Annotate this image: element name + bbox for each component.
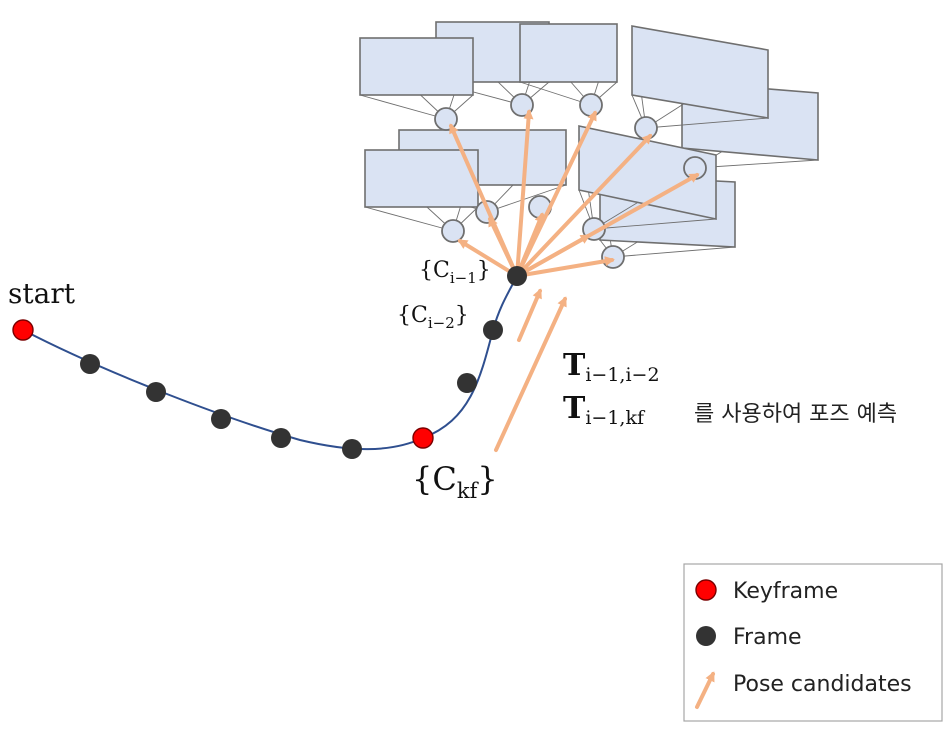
frame-dot xyxy=(80,354,100,374)
pose-candidate-arrows xyxy=(449,109,700,278)
camera-center xyxy=(634,116,658,140)
camera-frustum xyxy=(359,37,474,120)
pose-arrow xyxy=(515,133,653,278)
frame-dot xyxy=(211,409,231,429)
predict-text: 를 사용하여 포즈 예측 xyxy=(694,402,897,427)
legend: Keyframe Frame Pose candidates xyxy=(683,563,943,722)
pose-arrow xyxy=(515,212,544,278)
camera-frustum xyxy=(364,149,479,232)
camera-frustum xyxy=(519,23,618,106)
camera-center xyxy=(441,219,465,243)
label-c-i-1: {Ci−1} xyxy=(419,258,491,287)
camera-center xyxy=(434,107,458,131)
pose-arrow xyxy=(515,234,591,278)
legend-keyframe-icon xyxy=(695,579,717,601)
legend-frame-label: Frame xyxy=(733,625,802,650)
legend-box xyxy=(683,563,943,722)
frame-dot xyxy=(271,428,291,448)
start-label: start xyxy=(8,277,76,310)
legend-keyframe-label: Keyframe xyxy=(733,579,838,604)
frame-dot-c-i-1 xyxy=(507,266,527,286)
frame-dot xyxy=(146,382,166,402)
frame-dot-c-i-2 xyxy=(483,320,503,340)
camera-frustum xyxy=(631,25,769,129)
camera-center xyxy=(601,245,625,269)
pose-arrow xyxy=(457,239,519,278)
legend-pose-arrow-icon xyxy=(695,671,715,709)
label-t-prev: Ti−1,i−2 xyxy=(563,348,660,386)
keyframe-start xyxy=(12,319,34,341)
frames xyxy=(80,320,503,459)
transform-arrow-kf xyxy=(494,296,567,452)
legend-pose-label: Pose candidates xyxy=(733,672,912,697)
pose-arrow xyxy=(488,216,519,278)
transform-arrow-prev xyxy=(517,288,542,342)
pose-arrow xyxy=(515,256,615,278)
pose-arrow xyxy=(515,109,534,278)
camera-center xyxy=(579,93,603,117)
keyframe-c-kf xyxy=(412,427,434,449)
label-c-kf: {Ckf} xyxy=(412,460,498,503)
frame-dot xyxy=(457,373,477,393)
legend-frame-icon xyxy=(696,626,716,646)
label-c-i-2: {Ci−2} xyxy=(397,303,469,332)
frame-dot xyxy=(342,439,362,459)
label-t-kf: Ti−1,kf xyxy=(563,391,646,429)
camera-frusta xyxy=(359,21,819,269)
